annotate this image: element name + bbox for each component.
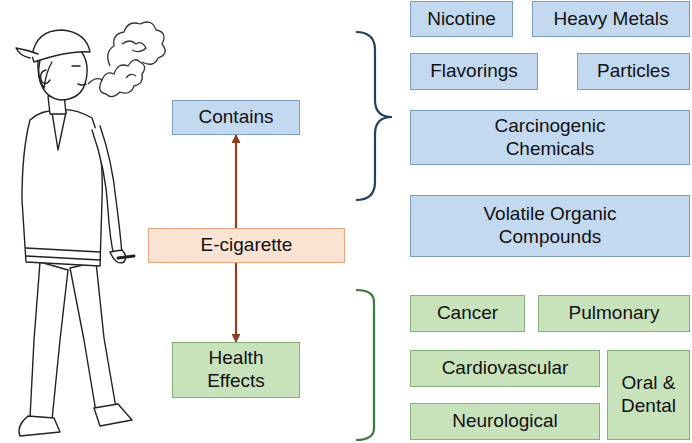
effect-box: Oral & Dental	[607, 350, 690, 440]
category-box: Contains	[172, 100, 300, 135]
vapor-cloud	[88, 22, 165, 97]
box-label: Neurological	[452, 410, 558, 433]
effect-box: Cardiovascular	[410, 350, 600, 387]
box-label: Cancer	[437, 302, 498, 325]
person-illustration	[16, 30, 134, 436]
box-label: Cardiovascular	[442, 357, 569, 380]
flow-arrow	[235, 135, 237, 228]
effect-box: Neurological	[410, 403, 600, 440]
box-label: Pulmonary	[569, 302, 660, 325]
content-box: Volatile Organic Compounds	[410, 195, 690, 257]
box-label: Carcinogenic Chemicals	[475, 115, 625, 161]
box-label: Flavorings	[430, 60, 518, 83]
flow-arrow	[235, 263, 237, 342]
content-box: Heavy Metals	[532, 1, 690, 37]
box-label: Health Effects	[191, 347, 281, 393]
box-label: Contains	[199, 106, 274, 129]
content-box: Flavorings	[410, 53, 538, 90]
box-label: Particles	[597, 60, 670, 83]
effect-box: Pulmonary	[538, 295, 690, 332]
category-box: Health Effects	[172, 342, 300, 398]
box-label: Nicotine	[427, 8, 496, 31]
content-box: Nicotine	[410, 1, 513, 37]
content-box: Particles	[577, 53, 690, 90]
content-box: Carcinogenic Chemicals	[410, 110, 690, 165]
effect-box: Cancer	[410, 295, 525, 332]
box-label: Volatile Organic Compounds	[455, 203, 645, 249]
subject-box: E-cigarette	[148, 228, 345, 263]
box-label: Oral & Dental	[621, 372, 676, 418]
contents-bracket	[356, 32, 392, 200]
effects-bracket	[356, 290, 374, 440]
box-label: E-cigarette	[201, 234, 293, 257]
box-label: Heavy Metals	[553, 8, 668, 31]
